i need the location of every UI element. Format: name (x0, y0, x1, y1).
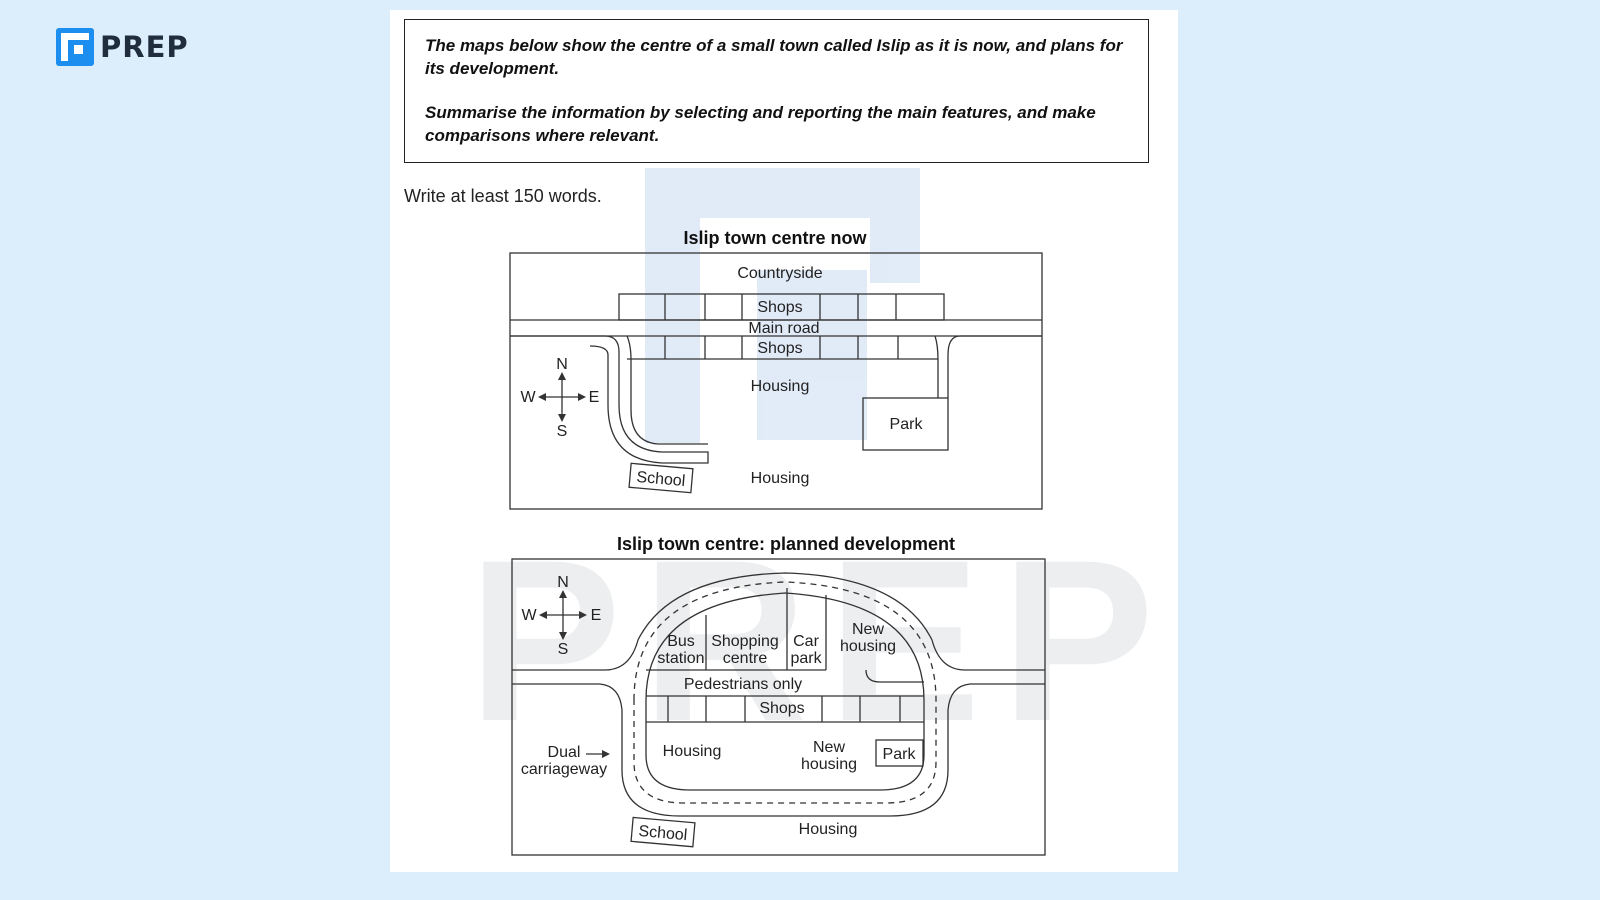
new-housing-south-line-1: New (813, 739, 845, 756)
housing-south-label: Housing (751, 470, 810, 487)
map-planned-title: Islip town centre: planned development (617, 534, 955, 554)
side-road-west (510, 335, 709, 464)
compass-planned: N S E W (521, 574, 601, 658)
school-label: School (636, 469, 686, 490)
prep-logo: PREP (56, 28, 189, 66)
side-road-east (934, 335, 1042, 398)
planned-housing-label: Housing (663, 743, 722, 760)
car-park-line-2: park (790, 650, 822, 667)
brand-name: PREP (100, 30, 189, 64)
map-planned-frame (511, 558, 1046, 856)
compass-now-w: W (520, 389, 536, 406)
compass-planned-n: N (557, 574, 569, 591)
compass-now: N S E W (520, 356, 599, 440)
prep-logo-icon (56, 28, 94, 66)
task-sheet: The maps below show the centre of a smal… (390, 10, 1178, 872)
school-block: School (628, 462, 694, 494)
shopping-centre-line-1: Shopping (711, 633, 779, 650)
planned-school-block: School (630, 816, 696, 848)
dual-carriageway-line-1: Dual (548, 744, 581, 761)
prompt-line-1: The maps below show the centre of a smal… (425, 36, 1123, 78)
word-count-instruction: Write at least 150 words. (404, 186, 602, 206)
new-housing-south-line-2: housing (801, 756, 857, 773)
bus-station-line-1: Bus (667, 633, 695, 650)
car-park-line-1: Car (793, 633, 819, 650)
maps-figure: PREP Islip town centre now Countryside S… (468, 168, 1174, 856)
planned-shops-label: Shops (759, 700, 804, 717)
planned-blocks (646, 588, 924, 767)
compass-planned-e: E (591, 607, 602, 624)
new-housing-north-line-2: housing (840, 638, 896, 655)
pedestrians-only-label: Pedestrians only (684, 676, 802, 693)
prompt-line-2: Summarise the information by selecting a… (425, 103, 1096, 145)
svg-text:PREP: PREP (468, 512, 1174, 769)
planned-park-label: Park (883, 746, 917, 763)
dual-carriageway-ring (512, 572, 1045, 817)
compass-now-n: N (556, 356, 568, 373)
planned-school-label: School (638, 823, 688, 844)
park-label: Park (890, 416, 924, 433)
compass-now-e: E (589, 389, 600, 406)
main-road-label: Main road (748, 320, 819, 337)
compass-planned-s: S (558, 641, 569, 658)
watermark-logo: PREP (468, 168, 1174, 769)
dual-carriageway-line-2: carriageway (521, 761, 607, 778)
dual-carriageway-arrow-icon (586, 750, 610, 758)
bus-station-line-2: station (657, 650, 704, 667)
shops-row-south (627, 336, 938, 360)
compass-planned-w: W (521, 607, 537, 624)
task-prompt-box: The maps below show the centre of a smal… (404, 19, 1149, 163)
map-now-title: Islip town centre now (683, 228, 867, 248)
map-now-frame (509, 252, 1043, 510)
planned-housing-south-label: Housing (799, 821, 858, 838)
compass-now-s: S (557, 423, 568, 440)
park-block (862, 397, 949, 451)
shops-south-label: Shops (757, 340, 802, 357)
shopping-centre-line-2: centre (723, 650, 768, 667)
shops-north-label: Shops (757, 299, 802, 316)
housing-center-label: Housing (751, 378, 810, 395)
countryside-label: Countryside (737, 265, 822, 282)
new-housing-north-line-1: New (852, 621, 884, 638)
